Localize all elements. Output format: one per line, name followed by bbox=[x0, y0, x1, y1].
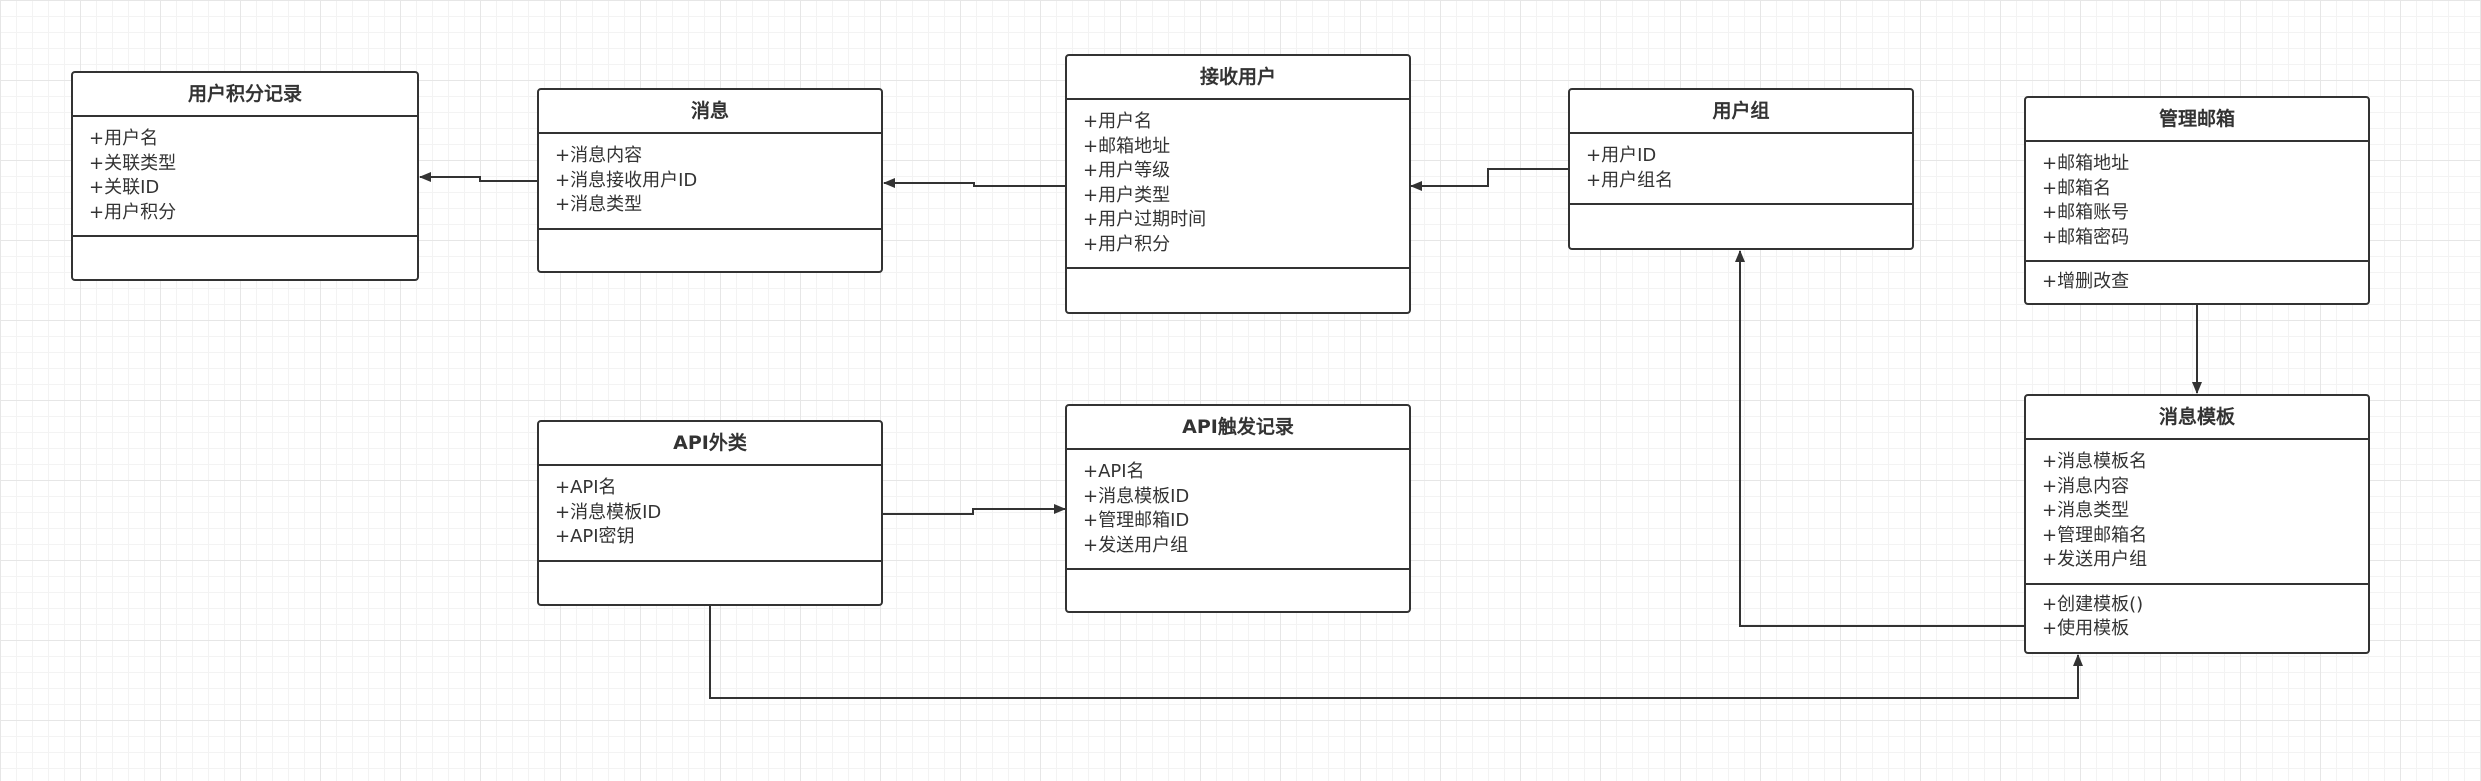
attribute-item: +消息内容 bbox=[555, 145, 643, 166]
attribute-item: +管理邮箱名 bbox=[2042, 524, 2148, 546]
class-admin-mailbox[interactable]: 管理邮箱 +邮箱地址 +邮箱名 +邮箱账号 +邮箱密码 +增删改查 bbox=[2024, 96, 2370, 305]
attribute-item: +关联类型 bbox=[89, 152, 177, 174]
attribute-item: +消息模板ID bbox=[1083, 485, 1190, 507]
class-title: 消息 bbox=[539, 90, 881, 134]
connector-api-external-to-api-trigger[interactable] bbox=[882, 504, 1066, 515]
attribute-item: +邮箱密码 bbox=[2042, 226, 2130, 248]
attribute-item: +消息内容 bbox=[2042, 475, 2130, 497]
class-title: API触发记录 bbox=[1067, 406, 1409, 450]
operation-list bbox=[1570, 205, 1912, 248]
attribute-list: +用户ID +用户组名 bbox=[1570, 134, 1912, 205]
attribute-list: +API名 +消息模板ID +API密钥 bbox=[539, 466, 881, 562]
attribute-item: +发送用户组 bbox=[1083, 534, 1189, 556]
attribute-item: +消息接收用户ID bbox=[555, 169, 698, 191]
attribute-item: +用户ID bbox=[1586, 145, 1657, 166]
attribute-list: +用户名 +关联类型 +关联ID +用户积分 bbox=[73, 117, 417, 237]
attribute-list: +API名 +消息模板ID +管理邮箱ID +发送用户组 bbox=[1067, 450, 1409, 570]
attribute-item: +邮箱名 bbox=[2042, 177, 2112, 199]
operation-item: +增删改查 bbox=[2042, 271, 2130, 292]
attribute-list: +消息模板名 +消息内容 +消息类型 +管理邮箱名 +发送用户组 bbox=[2026, 440, 2368, 585]
attribute-item: +管理邮箱ID bbox=[1083, 510, 1190, 531]
attribute-list: +用户名 +邮箱地址 +用户等级 +用户类型 +用户过期时间 +用户积分 bbox=[1067, 100, 1409, 269]
attribute-item: +API名 bbox=[555, 477, 617, 498]
operation-list bbox=[73, 237, 417, 279]
operation-item: +使用模板 bbox=[2042, 618, 2130, 639]
class-user-points-record[interactable]: 用户积分记录 +用户名 +关联类型 +关联ID +用户积分 bbox=[71, 71, 419, 281]
operation-item: +创建模板() bbox=[2042, 593, 2144, 615]
operation-list bbox=[1067, 269, 1409, 312]
connector-template-to-user-group[interactable] bbox=[1735, 250, 2024, 627]
class-user-group[interactable]: 用户组 +用户ID +用户组名 bbox=[1568, 88, 1914, 250]
operation-list bbox=[1067, 570, 1409, 611]
operation-list: +创建模板() +使用模板 bbox=[2026, 585, 2368, 653]
attribute-item: +关联ID bbox=[89, 177, 160, 198]
attribute-list: +邮箱地址 +邮箱名 +邮箱账号 +邮箱密码 bbox=[2026, 142, 2368, 262]
connector-message-to-points-record[interactable] bbox=[419, 172, 537, 182]
operation-list bbox=[539, 562, 881, 605]
attribute-item: +用户积分 bbox=[89, 201, 177, 223]
class-api-external[interactable]: API外类 +API名 +消息模板ID +API密钥 bbox=[537, 420, 883, 606]
attribute-item: +用户组名 bbox=[1586, 169, 1674, 191]
class-recipient-user[interactable]: 接收用户 +用户名 +邮箱地址 +用户等级 +用户类型 +用户过期时间 +用户积… bbox=[1065, 54, 1411, 314]
attribute-item: +消息模板ID bbox=[555, 501, 662, 523]
connector-user-group-to-recipient[interactable] bbox=[1410, 168, 1568, 191]
class-title: 接收用户 bbox=[1067, 56, 1409, 100]
operation-list: +增删改查 bbox=[2026, 262, 2368, 303]
connector-recipient-to-message[interactable] bbox=[883, 178, 1066, 188]
attribute-item: +API名 bbox=[1083, 461, 1145, 482]
attribute-item: +邮箱地址 bbox=[1083, 135, 1171, 157]
attribute-item: +用户过期时间 bbox=[1083, 209, 1207, 230]
class-title: 消息模板 bbox=[2026, 396, 2368, 440]
class-message-template[interactable]: 消息模板 +消息模板名 +消息内容 +消息类型 +管理邮箱名 +发送用户组 +创… bbox=[2024, 394, 2370, 654]
attribute-item: +用户名 bbox=[1083, 111, 1153, 132]
class-message[interactable]: 消息 +消息内容 +消息接收用户ID +消息类型 bbox=[537, 88, 883, 273]
attribute-item: +API密钥 bbox=[555, 526, 635, 547]
operation-list bbox=[539, 230, 881, 272]
attribute-list: +消息内容 +消息接收用户ID +消息类型 bbox=[539, 134, 881, 230]
class-title: 用户积分记录 bbox=[73, 73, 417, 117]
attribute-item: +消息模板名 bbox=[2042, 451, 2148, 472]
attribute-item: +消息类型 bbox=[2042, 500, 2130, 521]
attribute-item: +邮箱地址 bbox=[2042, 153, 2130, 174]
class-title: 管理邮箱 bbox=[2026, 98, 2368, 142]
attribute-item: +用户积分 bbox=[1083, 233, 1171, 255]
class-title: API外类 bbox=[539, 422, 881, 466]
attribute-item: +用户类型 bbox=[1083, 184, 1171, 206]
class-api-trigger-record[interactable]: API触发记录 +API名 +消息模板ID +管理邮箱ID +发送用户组 bbox=[1065, 404, 1411, 613]
attribute-item: +用户等级 bbox=[1083, 160, 1171, 181]
attribute-item: +发送用户组 bbox=[2042, 549, 2148, 570]
attribute-item: +消息类型 bbox=[555, 194, 643, 215]
connector-api-external-to-template[interactable] bbox=[709, 606, 2083, 699]
attribute-item: +邮箱账号 bbox=[2042, 202, 2130, 223]
attribute-item: +用户名 bbox=[89, 128, 159, 149]
class-title: 用户组 bbox=[1570, 90, 1912, 134]
